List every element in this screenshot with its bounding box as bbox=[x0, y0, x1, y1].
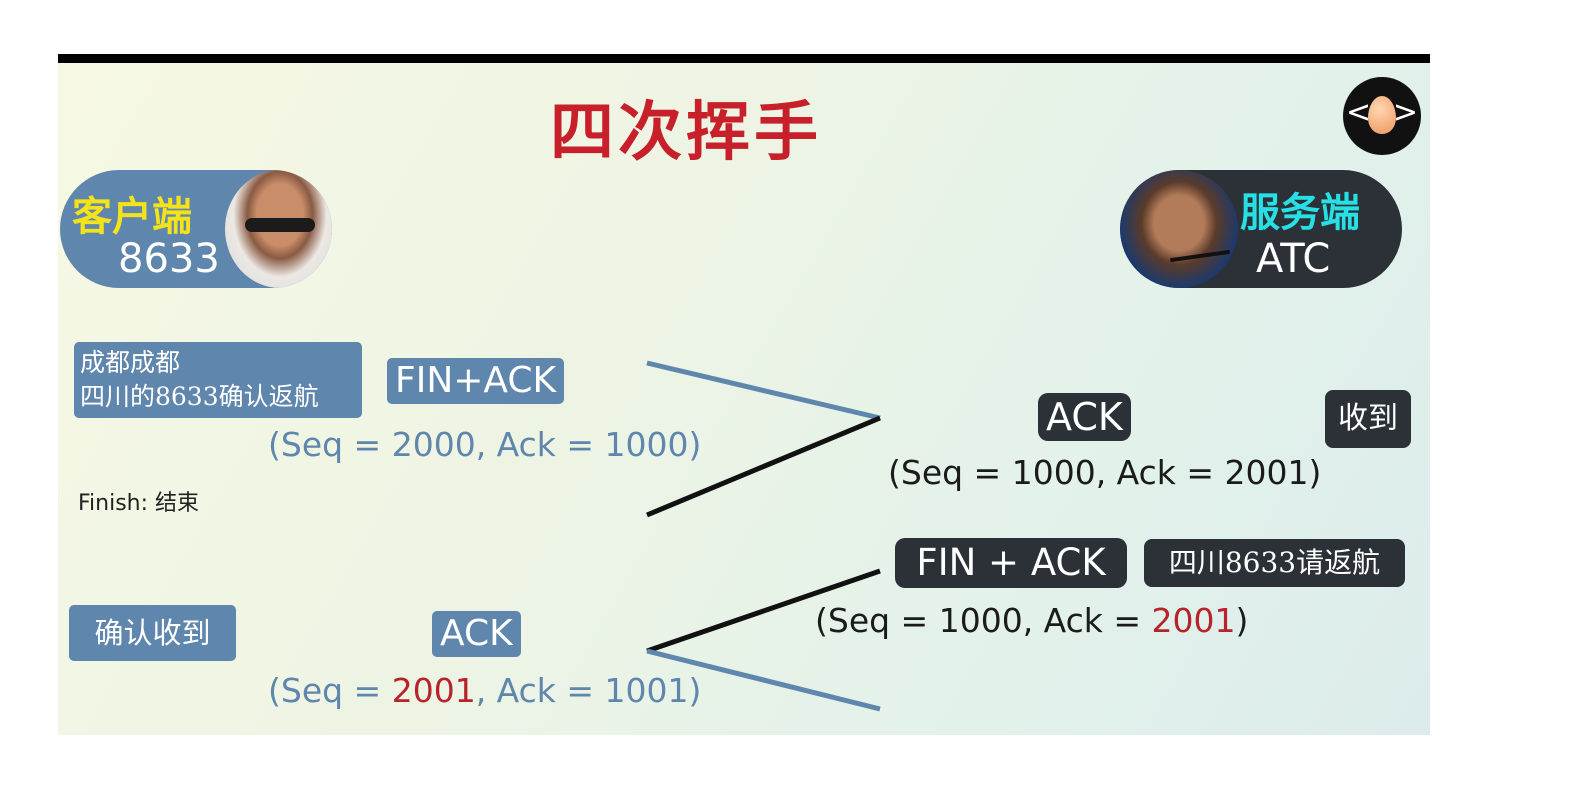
seq-ack-4: (Seq = 2001, Ack = 1001) bbox=[268, 671, 702, 710]
server-avatar bbox=[1120, 170, 1238, 288]
top-border bbox=[58, 54, 1430, 63]
client-name: 客户端 bbox=[72, 193, 192, 240]
ack-label-4: ACK bbox=[432, 611, 521, 657]
arrow-fin-ack-1 bbox=[646, 360, 881, 421]
server-id: ATC bbox=[1256, 236, 1331, 282]
client-badge: 客户端 8633 bbox=[60, 170, 332, 288]
server-return-label: 四川8633请返航 bbox=[1144, 539, 1405, 587]
server-received-label: 收到 bbox=[1325, 390, 1411, 448]
egg-logo-icon: <> bbox=[1343, 77, 1421, 155]
handshake-lines bbox=[646, 360, 881, 712]
slide: 四次挥手 <> 客户端 8633 服务端 ATC 成都成都 四川的8633确认返… bbox=[58, 63, 1430, 735]
fin-ack-label-1: FIN+ACK bbox=[387, 358, 565, 404]
seq-ack-3: (Seq = 1000, Ack = 2001) bbox=[815, 601, 1249, 640]
sunglasses-icon bbox=[245, 218, 315, 232]
client-id: 8633 bbox=[118, 236, 220, 282]
page-title: 四次挥手 bbox=[550, 95, 822, 170]
client-message-1-line2: 四川的8633确认返航 bbox=[80, 382, 319, 411]
arrow-fin-ack-3 bbox=[646, 568, 881, 654]
client-message-1: 成都成都 四川的8633确认返航 bbox=[74, 342, 362, 418]
server-badge: 服务端 ATC bbox=[1120, 170, 1402, 288]
seq-ack-2: (Seq = 1000, Ack = 2001) bbox=[888, 453, 1322, 492]
server-name: 服务端 bbox=[1240, 189, 1360, 236]
client-confirm-label: 确认收到 bbox=[69, 605, 236, 661]
seq-ack-1: (Seq = 2000, Ack = 1000) bbox=[268, 425, 702, 464]
ack-label-2: ACK bbox=[1038, 393, 1131, 441]
finish-note: Finish: 结束 bbox=[78, 491, 200, 516]
arrow-ack-2 bbox=[646, 415, 881, 518]
arrow-ack-4 bbox=[646, 648, 881, 712]
client-message-1-line1: 成都成都 bbox=[80, 348, 181, 377]
fin-ack-label-3: FIN + ACK bbox=[895, 538, 1127, 588]
